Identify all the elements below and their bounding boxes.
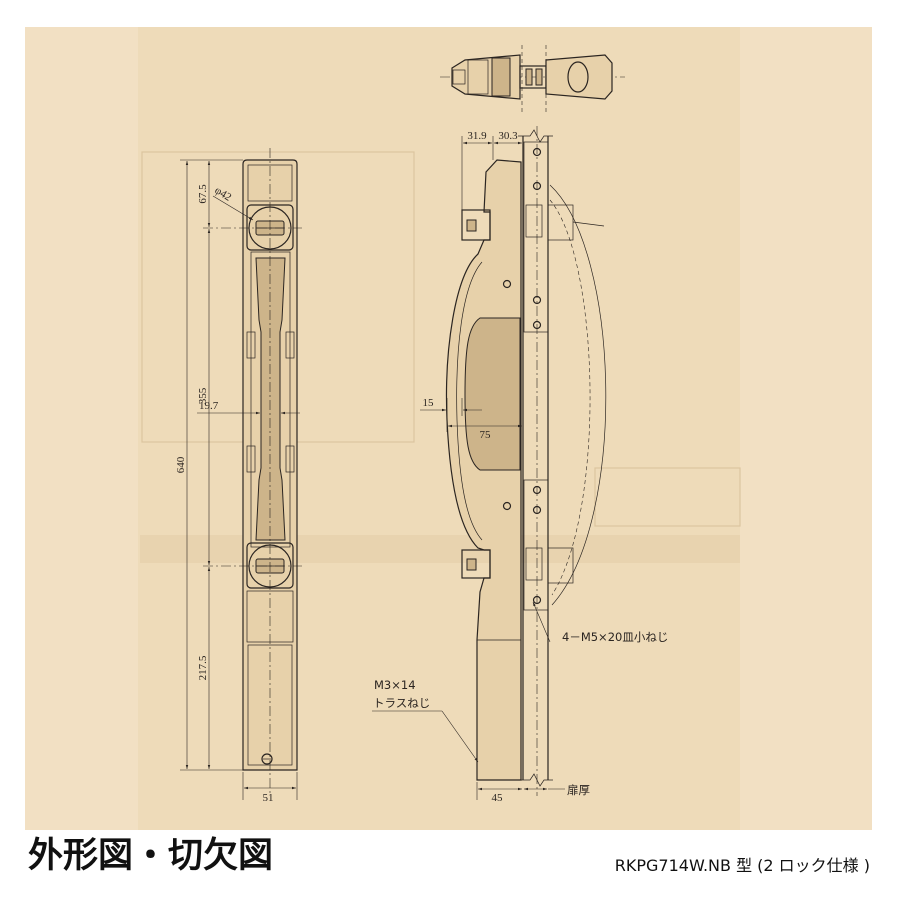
paper-light-band-left	[25, 27, 138, 830]
side-mount-screw	[532, 147, 542, 157]
front-grip-recess	[250, 251, 291, 548]
side-lower-cam	[547, 547, 574, 584]
dim-label-body-width: 51	[263, 792, 274, 804]
side-body-screw	[502, 279, 512, 289]
top-outer-lock-knurl	[491, 57, 511, 97]
front-grip-tab	[285, 331, 295, 359]
side-handle-inner-curve	[456, 261, 483, 541]
front-view: 640 67.5 355 217.5 19.7 51 φ42	[175, 148, 302, 804]
model-label: RKPG714W.NB 型 (2 ロック仕様 )	[614, 856, 870, 875]
top-view	[440, 45, 625, 112]
leader-screws-main	[532, 601, 551, 643]
side-swing-arc-outer	[549, 184, 607, 606]
ghost-print-band	[140, 535, 740, 563]
side-upper-pin	[572, 221, 605, 227]
dim-label-grip-depth: 75	[480, 429, 492, 441]
side-body-screw	[502, 501, 512, 511]
side-mount-screw	[532, 181, 542, 191]
page-title: 外形図・切欠図	[28, 836, 274, 876]
note-door-thickness: 扉厚	[567, 783, 590, 797]
side-mount-screw	[532, 505, 542, 515]
side-upper-lock-detail	[466, 219, 477, 232]
dim-label-grip-width: 19.7	[199, 400, 219, 412]
note-screw-m3-type: トラスねじ	[373, 696, 430, 710]
dim-label-proj-b: 30.3	[498, 130, 518, 142]
dim-label-grip-clear: 15	[423, 397, 435, 409]
front-grip-tab	[246, 445, 256, 473]
leader-cylinder-dia	[212, 195, 254, 221]
top-inner-turn-body	[545, 54, 613, 100]
top-outer-lock-nose	[452, 69, 466, 85]
side-upper-cam	[547, 204, 574, 241]
side-upper-latch	[525, 204, 543, 238]
top-inner-turn-knob	[567, 61, 589, 93]
side-lower-mount-plate	[523, 479, 549, 611]
paper-panel	[25, 27, 872, 830]
side-view: 31.9 30.3 15 75 45 扉厚 4－M5×20皿小ねじ M3×14 …	[372, 126, 668, 804]
dim-label-lock-pitch: 355	[197, 387, 209, 404]
note-screws-main: 4－M5×20皿小ねじ	[562, 630, 668, 644]
note-screw-m3: M3×14	[374, 678, 416, 692]
top-outer-lock-ring	[467, 59, 489, 95]
side-swing-arc-inner	[549, 199, 591, 596]
side-mount-screw	[532, 595, 542, 605]
side-lower-lock-detail	[466, 558, 477, 571]
side-lower-lock-block	[461, 549, 491, 579]
top-connector-nut	[535, 68, 543, 86]
dim-label-overall-height: 640	[175, 456, 187, 473]
front-grip-handle	[255, 257, 286, 541]
side-mount-screw	[532, 320, 542, 330]
side-mount-screw	[532, 485, 542, 495]
side-upper-lock-block	[461, 209, 491, 241]
front-base-screw	[261, 753, 273, 765]
paper-light-band-right	[740, 27, 872, 830]
dim-label-top-to-lock: 67.5	[197, 184, 209, 204]
front-grip-tab	[246, 331, 256, 359]
leader-screw-m3	[441, 710, 479, 763]
top-connector-nut	[525, 68, 533, 86]
front-top-cap	[247, 164, 293, 202]
front-grip-tab	[285, 445, 295, 473]
dim-label-proj-a: 31.9	[467, 130, 487, 142]
side-mount-screw	[532, 295, 542, 305]
ghost-print-box-right	[594, 467, 741, 527]
dim-label-base-depth: 45	[492, 792, 504, 804]
side-grip	[464, 317, 521, 471]
dim-label-lock-to-bottom: 217.5	[197, 655, 209, 680]
side-lower-latch	[525, 547, 543, 581]
